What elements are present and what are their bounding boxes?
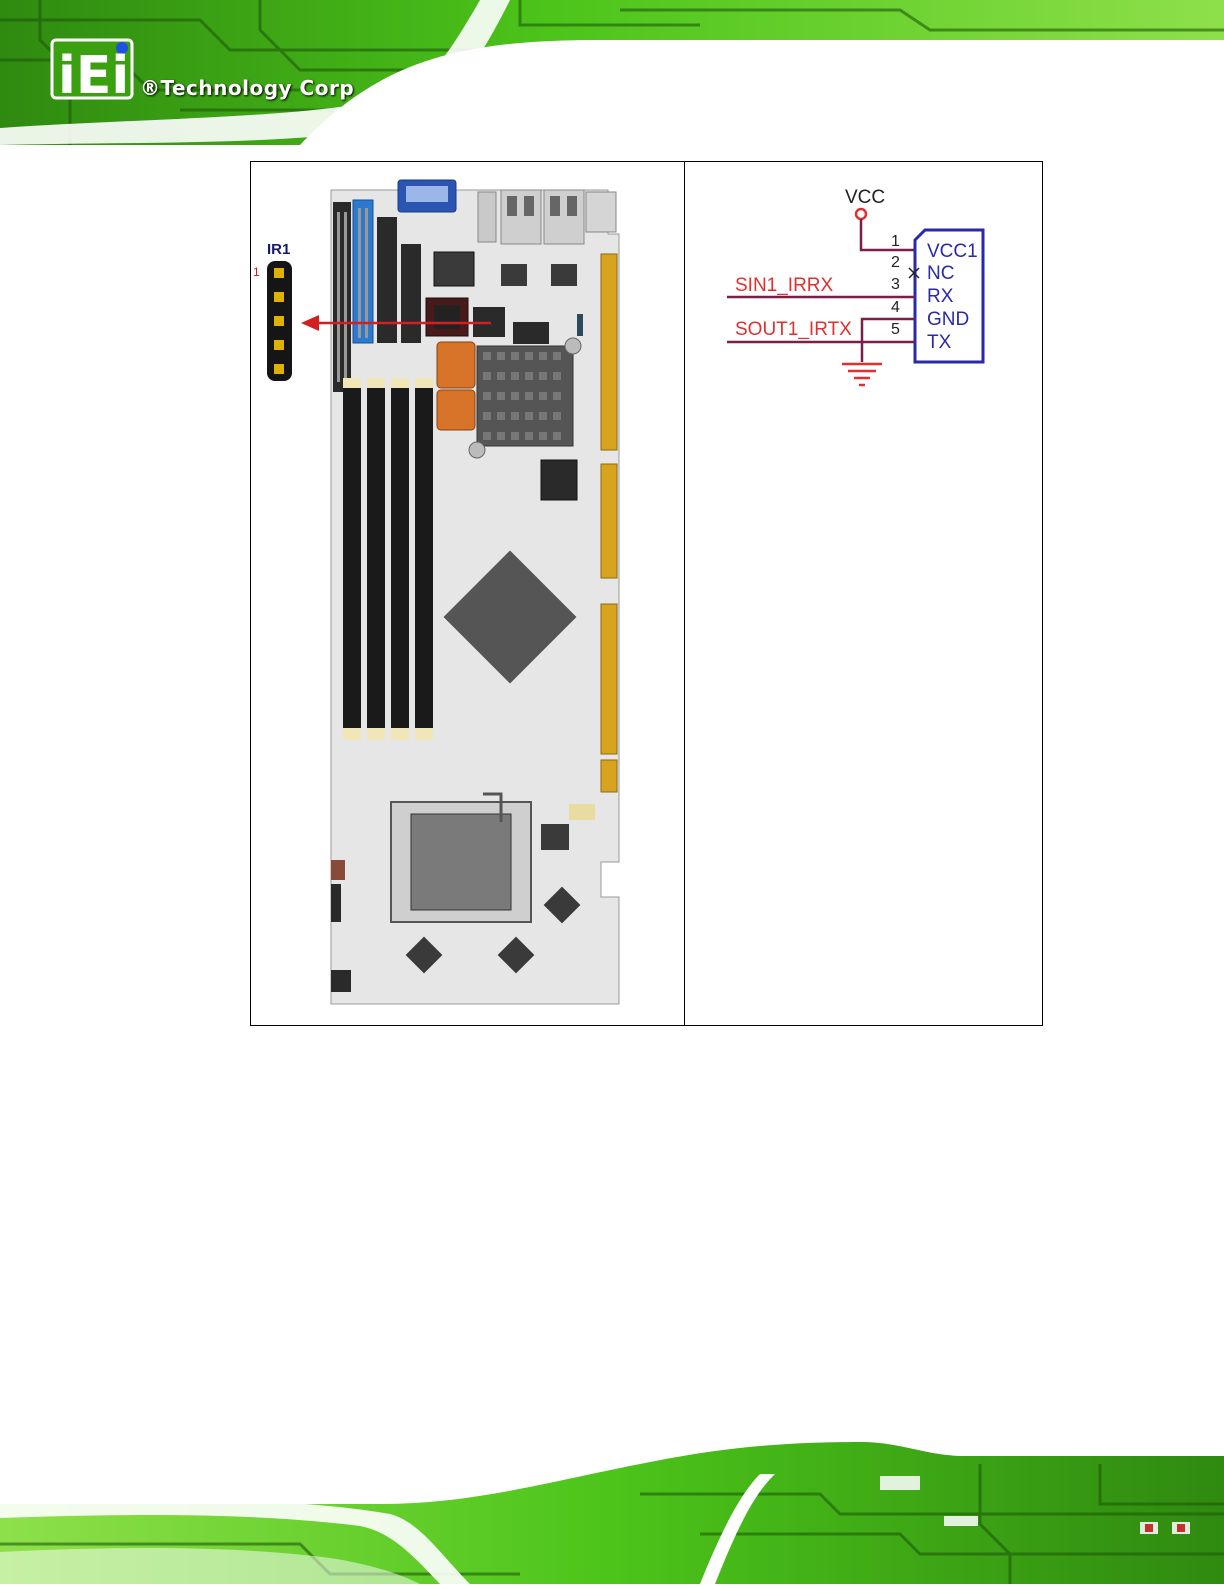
vcc-node bbox=[856, 209, 866, 219]
pin-name-3: RX bbox=[927, 286, 954, 307]
header-banner: iEi ®Technology Corp bbox=[0, 0, 1224, 145]
pcb-banner-graphic: iEi bbox=[0, 0, 1224, 145]
pin-name-2: NC bbox=[927, 263, 954, 284]
pin-number-2: 2 bbox=[891, 254, 900, 271]
rx-net-label: SIN1_IRRX bbox=[735, 275, 834, 296]
pin-number-5: 5 bbox=[891, 321, 900, 338]
logo-letters: iEi bbox=[58, 46, 129, 106]
pin-name-5: TX bbox=[927, 332, 952, 353]
ir1-pinout-schematic: VCC 1 2 3 4 5 VCC1 NC RX GND TX SIN1_IRR… bbox=[685, 162, 1042, 1025]
pin-name-4: GND bbox=[927, 309, 969, 330]
connector-label: IR1 bbox=[267, 241, 290, 258]
pin-number-4: 4 bbox=[891, 299, 900, 316]
pcb-footer-graphic bbox=[0, 1434, 1224, 1584]
logo-tagline: ®Technology Corp bbox=[140, 76, 354, 100]
vcc-label: VCC bbox=[845, 187, 885, 208]
motherboard bbox=[331, 180, 619, 1004]
ir1-diagram-table: IR1 1 bbox=[250, 161, 1043, 1026]
ir1-header bbox=[267, 261, 292, 381]
ground-symbol bbox=[842, 364, 882, 385]
pin-name-1: VCC1 bbox=[927, 241, 978, 262]
footer-banner bbox=[0, 1434, 1224, 1584]
pin-number-3: 3 bbox=[891, 276, 900, 293]
gnd-wire bbox=[862, 319, 915, 362]
pin1-marker: 1 bbox=[253, 265, 260, 279]
vcc-wire bbox=[861, 219, 915, 250]
board-layout-figure: IR1 1 bbox=[251, 162, 684, 1025]
pin-number-1: 1 bbox=[891, 233, 900, 250]
tx-net-label: SOUT1_IRTX bbox=[735, 319, 852, 340]
